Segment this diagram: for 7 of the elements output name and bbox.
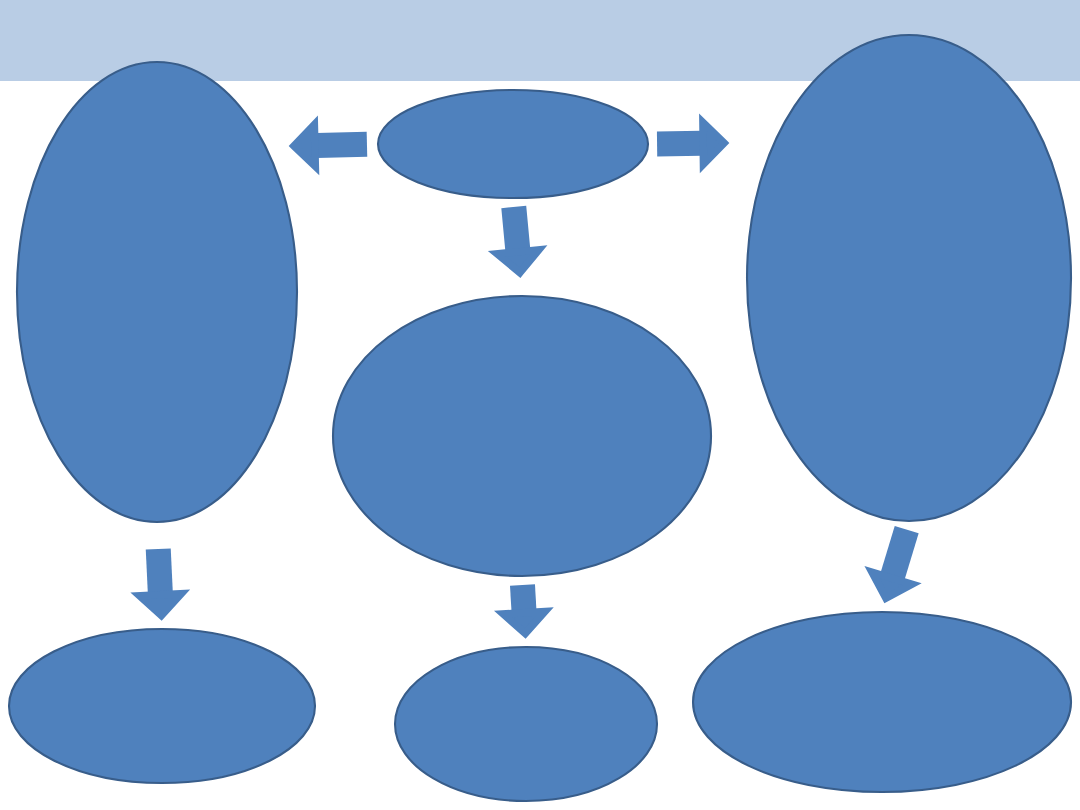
ellipse-shape xyxy=(331,294,713,578)
ellipse-shape xyxy=(393,645,659,803)
ellipse-shape xyxy=(745,33,1073,523)
ellipse-shape xyxy=(7,627,317,785)
ellipse-shape xyxy=(376,88,650,200)
ellipse-shape xyxy=(15,60,299,524)
ellipse-shape xyxy=(691,610,1073,794)
